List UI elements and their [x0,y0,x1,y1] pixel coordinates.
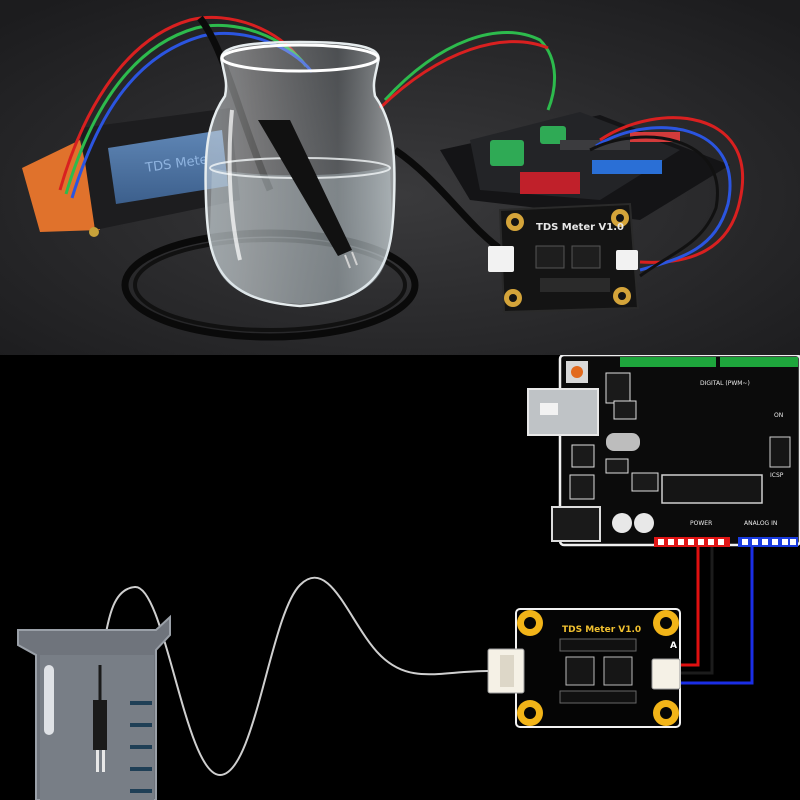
tds-board-label: TDS Meter V1.0 [562,625,641,635]
arduino-shield [440,112,730,220]
lcd-module: TDS Mete [22,108,240,237]
probe-cable [99,576,489,777]
product-photo: TDS Mete [0,0,800,355]
vcc-wire [678,547,700,667]
digital-header-label: DIGITAL (PWM~) [700,380,750,387]
arduino-uno-board: DIGITAL (PWM~) ON ICSP POWER [527,355,800,547]
tds-probe [93,700,107,750]
analog-header [738,537,798,547]
wiring-diagram: DIGITAL (PWM~) ON ICSP POWER [0,355,800,800]
power-header [654,537,730,547]
photo-tds-board: TDS Meter V1.0 [488,202,640,314]
analog-header-label: ANALOG IN [744,520,777,527]
photo-board-label: TDS Meter V1.0 [536,222,624,233]
on-label: ON [774,412,783,419]
signal-connector [651,658,681,690]
beaker [17,614,171,800]
power-header-label: POWER [690,520,712,527]
usb-port [527,388,599,436]
connection-wires [678,547,754,685]
pin-a-label: A [670,641,677,651]
gnd-wire [678,547,714,675]
digital-header [620,357,798,367]
icsp-label: ICSP [770,472,784,479]
dc-jack [551,506,601,542]
glass-jar [204,40,396,308]
signal-wire [678,547,754,685]
tds-meter-board: TDS Meter V1.0 A [487,608,681,728]
